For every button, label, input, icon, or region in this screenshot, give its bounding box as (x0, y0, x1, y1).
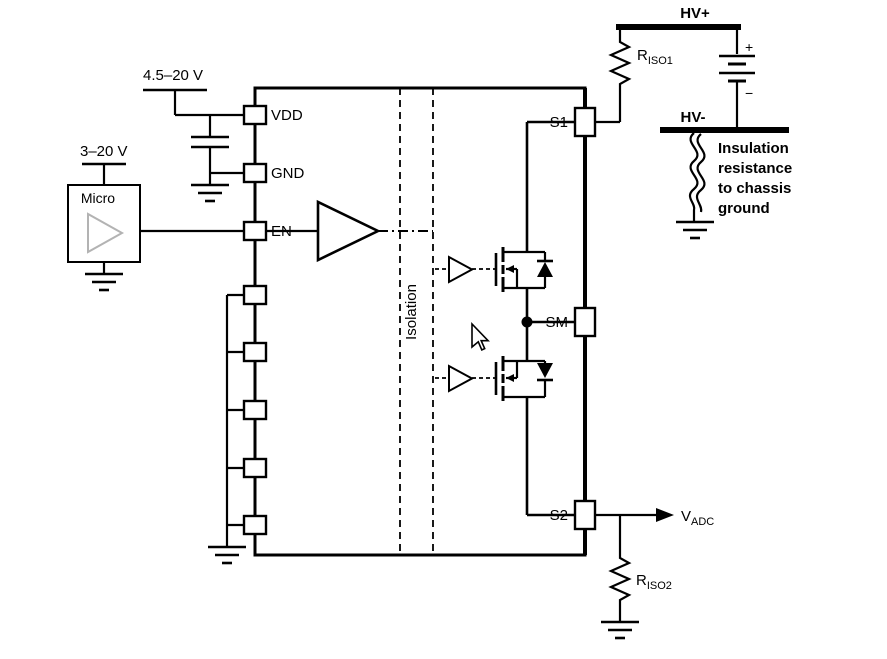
bypass-capacitor (191, 115, 244, 203)
en-buffer-triangle (316, 199, 381, 263)
pin-label-gnd: GND (271, 165, 305, 182)
pin-box (242, 220, 268, 242)
vdd-supply-label: 4.5–20 V (143, 67, 203, 84)
mosfet-body-arrow (506, 265, 514, 273)
vadc-output: VADC (595, 508, 714, 528)
pin-label-s2: S2 (550, 507, 568, 524)
riso2-resistor (608, 515, 632, 622)
micro-supply: 3–20 V (80, 143, 128, 185)
battery: + − (719, 30, 755, 128)
riso1-label: RISO1 (637, 47, 673, 67)
riso2-label: RISO2 (636, 572, 672, 592)
micro-supply-label: 3–20 V (80, 143, 128, 160)
vadc-label: VADC (681, 508, 714, 528)
insulation-note-line3: to chassis (718, 180, 791, 197)
hv-plus-label: HV+ (680, 5, 710, 22)
insulation-note-line1: Insulation (718, 140, 789, 157)
battery-minus-sign: − (745, 85, 753, 101)
pin-box (242, 104, 268, 126)
insulation-note-line4: ground (718, 200, 770, 217)
body-diode-up-icon (537, 262, 553, 277)
riso1-main: R (637, 47, 648, 64)
pin-unlabeled-5 (242, 514, 268, 536)
left-ground-bus (208, 293, 246, 565)
micro-label: Micro (81, 190, 115, 206)
ground-symbol (676, 220, 714, 240)
riso2-branch: RISO2 (601, 515, 672, 640)
insulation-note-line2: resistance (718, 160, 792, 177)
pin-s1: S1 (550, 106, 597, 138)
mosfet-top (494, 247, 553, 292)
pin-label-sm: SM (546, 314, 569, 331)
riso2-sub: ISO2 (647, 580, 672, 592)
gate-driver-top (435, 255, 496, 284)
pin-en: EN (242, 220, 292, 242)
micro-block: Micro (67, 184, 244, 292)
ground-symbol (601, 620, 639, 640)
body-diode-down-icon (537, 363, 553, 378)
insulation-resistance: Insulation resistance to chassis ground (676, 132, 792, 240)
hv-minus-rail: HV- (660, 109, 789, 133)
micro-buffer-icon (87, 212, 125, 254)
ground-symbol (85, 272, 123, 292)
pin-sm: SM (546, 306, 597, 338)
mosfet-bottom (494, 356, 553, 401)
insulation-squiggle (688, 132, 699, 221)
riso1-sub: ISO1 (648, 55, 673, 67)
isolation-barrier: Isolation (399, 88, 434, 555)
isolation-label: Isolation (403, 284, 420, 340)
riso1-resistor (608, 28, 632, 122)
arrow-right-icon (656, 508, 674, 522)
mosfet-body-arrow (506, 374, 514, 382)
pin-label-en: EN (271, 223, 292, 240)
pin-gnd: GND (242, 162, 305, 184)
gate-driver-triangle (448, 255, 475, 284)
gate-driver-bottom (435, 364, 496, 393)
pin-vdd: VDD (242, 104, 303, 126)
insulation-squiggle (695, 133, 706, 213)
cursor-arrow-icon (471, 322, 490, 351)
vadc-sub: ADC (691, 516, 714, 528)
pin-label-vdd: VDD (271, 107, 303, 124)
pin-box (573, 306, 597, 338)
battery-plus-sign: + (745, 39, 753, 55)
vadc-main: V (681, 508, 691, 525)
ground-symbol (191, 183, 229, 203)
pin-unlabeled-2 (242, 341, 268, 363)
hv-minus-label: HV- (680, 109, 705, 126)
riso1-branch: RISO1 (595, 28, 673, 124)
internal-rails (521, 120, 575, 517)
pin-unlabeled-3 (242, 399, 268, 421)
gate-driver-triangle (448, 364, 475, 393)
pin-box (573, 106, 597, 138)
pin-box (573, 499, 597, 531)
pin-box (242, 162, 268, 184)
mouse-cursor (471, 322, 490, 351)
pin-unlabeled-1 (242, 284, 268, 306)
hv-plus-rail: HV+ (616, 5, 741, 30)
pin-label-s1: S1 (550, 114, 568, 131)
pin-s2: S2 (550, 499, 597, 531)
pin-unlabeled-4 (242, 457, 268, 479)
riso2-main: R (636, 572, 647, 589)
ground-symbol (208, 545, 246, 565)
en-buffer (266, 199, 433, 263)
vdd-supply: 4.5–20 V (143, 67, 244, 117)
